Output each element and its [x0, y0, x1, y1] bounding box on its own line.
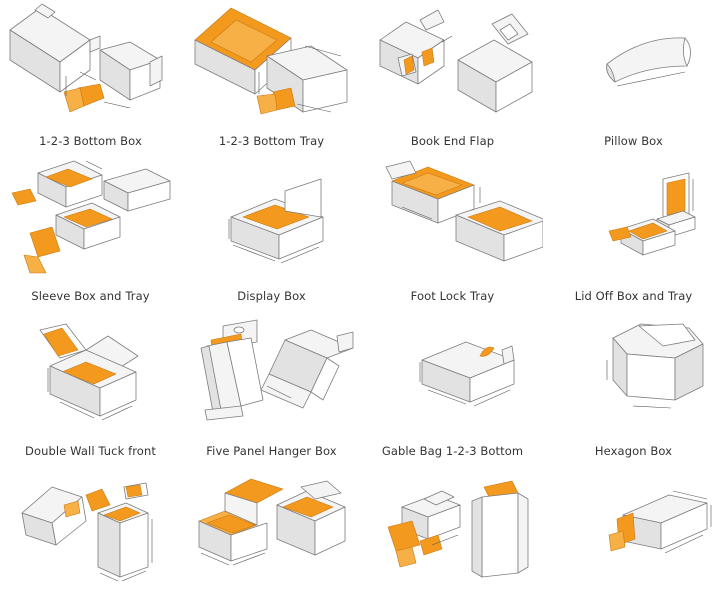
box-illustration: [0, 465, 181, 593]
box-label: Double Wall Tuck front: [25, 444, 156, 458]
box-illustration: [181, 0, 362, 125]
box-label: 1-2-3 Bottom Tray: [218, 134, 325, 148]
box-illustration: [0, 0, 181, 125]
box-item-lid-off-box-and-tray[interactable]: Lid Off Box and Tray: [543, 155, 724, 310]
box-item-pillow-box[interactable]: Pillow Box: [543, 0, 724, 160]
box-illustration: [362, 155, 543, 280]
box-label: Pillow Box: [604, 134, 663, 148]
box-label: Sleeve Box and Tray: [31, 289, 150, 303]
box-illustration: [362, 465, 543, 593]
box-label: Foot Lock Tray: [410, 289, 495, 303]
box-item-row4-4[interactable]: [543, 465, 724, 593]
box-illustration: [543, 465, 724, 593]
box-illustration: [0, 155, 181, 280]
box-illustration: [362, 310, 543, 435]
box-illustration: [181, 155, 362, 280]
box-item-foot-lock-tray[interactable]: Foot Lock Tray: [362, 155, 543, 310]
box-label: 1-2-3 Bottom Box: [39, 134, 142, 148]
box-item-double-wall-tuck-front[interactable]: Double Wall Tuck front: [0, 310, 181, 465]
box-item-book-end-flap[interactable]: Book End Flap: [362, 0, 543, 160]
box-label: Lid Off Box and Tray: [574, 289, 693, 303]
box-illustration: [181, 310, 362, 435]
box-item-1-2-3-bottom-box[interactable]: 1-2-3 Bottom Box: [0, 0, 181, 160]
box-item-row4-3[interactable]: [362, 465, 543, 593]
box-label: Display Box: [237, 289, 306, 303]
box-label: Gable Bag 1-2-3 Bottom: [381, 444, 524, 458]
box-illustration: [181, 465, 362, 593]
box-label: Hexagon Box: [594, 444, 673, 458]
box-item-hexagon-box[interactable]: Hexagon Box: [543, 310, 724, 465]
box-item-row4-1[interactable]: [0, 465, 181, 593]
box-item-display-box[interactable]: Display Box: [181, 155, 362, 310]
box-label: Book End Flap: [410, 134, 495, 148]
box-illustration: [543, 0, 724, 125]
box-item-row4-2[interactable]: [181, 465, 362, 593]
box-item-gable-bag-1-2-3-bottom[interactable]: Gable Bag 1-2-3 Bottom: [362, 310, 543, 465]
box-item-sleeve-box-and-tray[interactable]: Sleeve Box and Tray: [0, 155, 181, 310]
box-illustration: [543, 310, 724, 435]
box-label: Five Panel Hanger Box: [206, 444, 337, 458]
box-item-five-panel-hanger-box[interactable]: Five Panel Hanger Box: [181, 310, 362, 465]
box-illustration: [362, 0, 543, 125]
box-item-1-2-3-bottom-tray[interactable]: 1-2-3 Bottom Tray: [181, 0, 362, 160]
box-illustration: [543, 155, 724, 280]
box-illustration: [0, 310, 181, 435]
